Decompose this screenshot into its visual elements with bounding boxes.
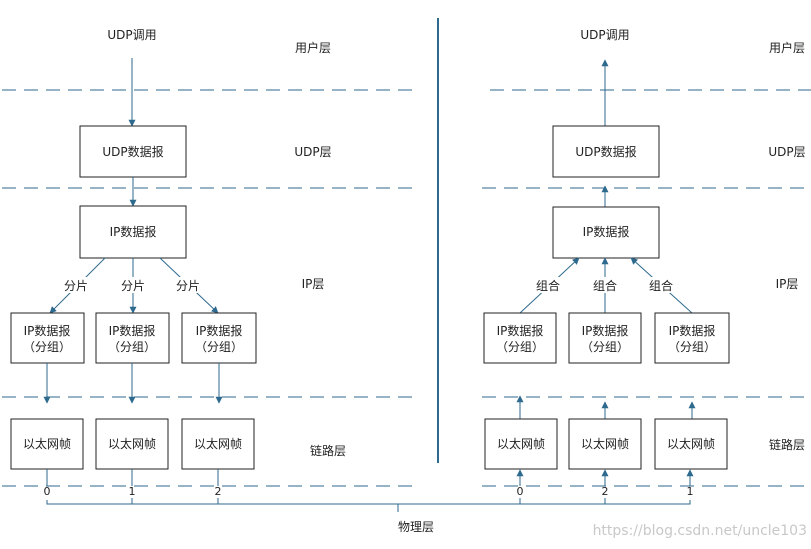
sender-split-label-1: 分片 (64, 279, 88, 293)
sender-frame-1-label: 以太网帧 (23, 436, 71, 451)
sender-fragment-2-line1: IP数据报 (109, 323, 156, 338)
sender-ip-box-label: IP数据报 (110, 224, 157, 239)
receiver-fragment-3-line2: （分组） (668, 340, 716, 354)
receiver-assemble-label-bg-1 (531, 277, 565, 293)
receiver-fragment-3-line1: IP数据报 (669, 323, 716, 338)
sender-frame-box-2 (95, 418, 169, 470)
sender-frame-2-label: 以太网帧 (108, 436, 156, 451)
receiver-assemble-label-bg-2 (588, 277, 622, 293)
sender-fragment-1-line2: （分组） (23, 340, 71, 354)
receiver-order-1: 0 (517, 485, 524, 498)
receiver-frame-box-2 (568, 418, 642, 470)
physical-bus (46, 469, 691, 512)
sender-split-label-3: 分片 (176, 279, 200, 293)
sender-order-2: 2 (215, 485, 222, 498)
sender-frame-box-1 (10, 418, 84, 470)
sender-fragment-1-line1: IP数据报 (24, 323, 71, 338)
sender-ip-box (79, 205, 187, 259)
receiver-assemble-label-1: 组合 (536, 278, 560, 293)
sender-fragment-2-line2: （分组） (108, 340, 156, 354)
receiver-fragment-1-line2: （分组） (496, 340, 544, 354)
sender-split-label-bg-3 (172, 277, 204, 293)
sender-fragment-box-3 (181, 312, 257, 364)
sender-fragment-3-line1: IP数据报 (196, 323, 243, 338)
receiver-frame-box-1 (484, 418, 558, 470)
receiver-frame-box-3 (654, 418, 728, 470)
watermark: https://blog.csdn.net/uncle103 (593, 523, 807, 539)
sender-call-label: UDP调用 (107, 28, 156, 42)
receiver-fragment-box-3 (654, 312, 730, 364)
layer-label-link-left: 链路层 (310, 443, 346, 458)
sender-fragment-3-line2: （分组） (195, 340, 243, 354)
sender-split-label-2: 分片 (121, 279, 145, 293)
sender-order-0: 0 (44, 485, 51, 498)
receiver-frame-3-label: 以太网帧 (667, 436, 715, 451)
receiver-fragment-box-1 (483, 312, 557, 364)
layer-label-udp-right: UDP层 (768, 145, 805, 159)
sender-split-label-bg-1 (60, 277, 92, 293)
sender-udp-box (79, 125, 187, 178)
sender-udp-box-label: UDP数据报 (102, 144, 163, 159)
receiver-ip-box-label: IP数据报 (583, 224, 630, 239)
receiver-frame-2-label: 以太网帧 (581, 436, 629, 451)
sender-order-1: 1 (129, 485, 136, 498)
receiver-assemble-label-3: 组合 (649, 278, 673, 293)
layer-label-physical: 物理层 (398, 520, 434, 534)
receiver-frame-1-label: 以太网帧 (497, 436, 545, 451)
receiver-order-3: 1 (687, 485, 694, 498)
sender-split-label-bg-2 (117, 277, 149, 293)
layer-separators (2, 89, 811, 487)
sender-frame-3-label: 以太网帧 (194, 436, 242, 451)
receiver-assemble-label-bg-3 (644, 277, 678, 293)
receiver-assemble-label-2: 组合 (593, 278, 617, 293)
layer-label-user-right: 用户层 (769, 40, 805, 55)
receiver-fragment-1-line1: IP数据报 (497, 323, 544, 338)
layer-label-udp-left: UDP层 (294, 145, 331, 159)
receiver-udp-box (552, 125, 660, 178)
layer-label-user-left: 用户层 (295, 40, 331, 55)
receiver-udp-box-label: UDP数据报 (575, 144, 636, 159)
receiver-fragment-2-line2: （分组） (581, 340, 629, 354)
receiver-fragment-2-line1: IP数据报 (582, 323, 629, 338)
layer-label-link-right: 链路层 (769, 437, 805, 452)
receiver-fragment-box-2 (568, 312, 642, 364)
sender-fragment-box-1 (10, 312, 85, 364)
receiver-call-label: UDP调用 (580, 28, 629, 42)
receiver-order-2: 2 (602, 485, 609, 498)
layer-label-ip-left: IP层 (302, 277, 325, 291)
layer-label-ip-right: IP层 (776, 277, 799, 291)
sender-fragment-box-2 (95, 312, 170, 364)
receiver-ip-box (552, 206, 660, 259)
